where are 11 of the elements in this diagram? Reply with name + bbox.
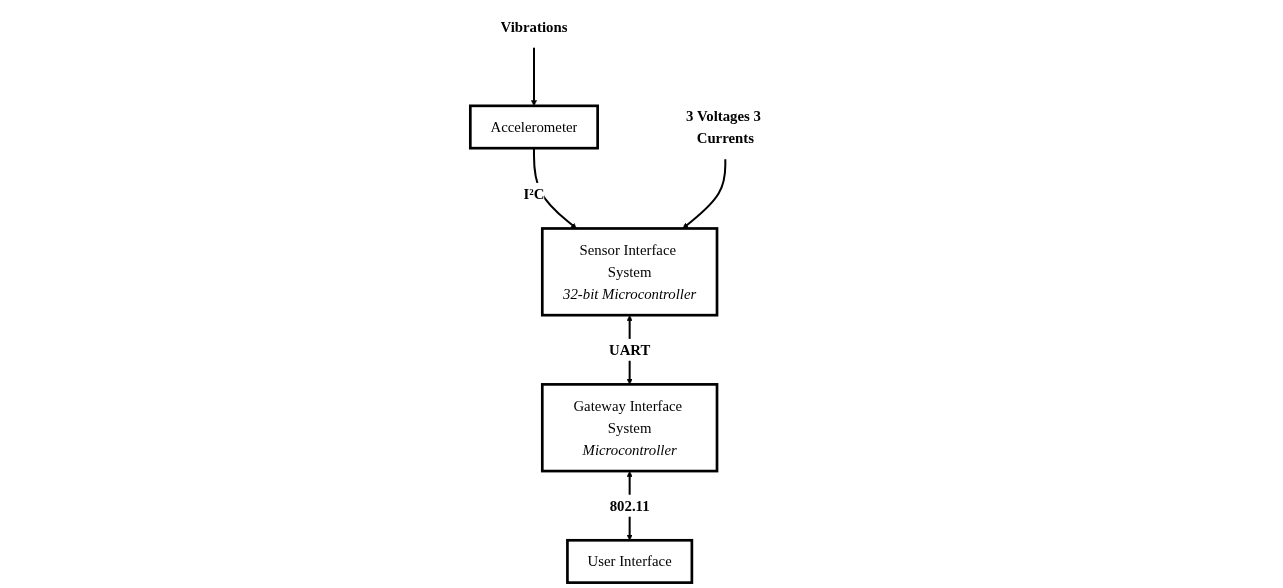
node-box: Gateway Interface System Microcontroller	[540, 383, 719, 473]
arrow	[682, 159, 727, 229]
node-box: Sensor Interface System 32-bit Microcontroller	[540, 227, 719, 317]
node-box: Accelerometer	[468, 104, 599, 150]
edge-label: UART	[608, 341, 651, 359]
edge-label: I²C	[523, 185, 545, 203]
arrow	[532, 148, 577, 229]
edge-label: 802.11	[609, 497, 650, 515]
node-text: Vibrations	[500, 18, 568, 35]
node-text: 3 Voltages 3 Currents	[686, 107, 761, 147]
node-box: User Interface	[566, 538, 694, 584]
